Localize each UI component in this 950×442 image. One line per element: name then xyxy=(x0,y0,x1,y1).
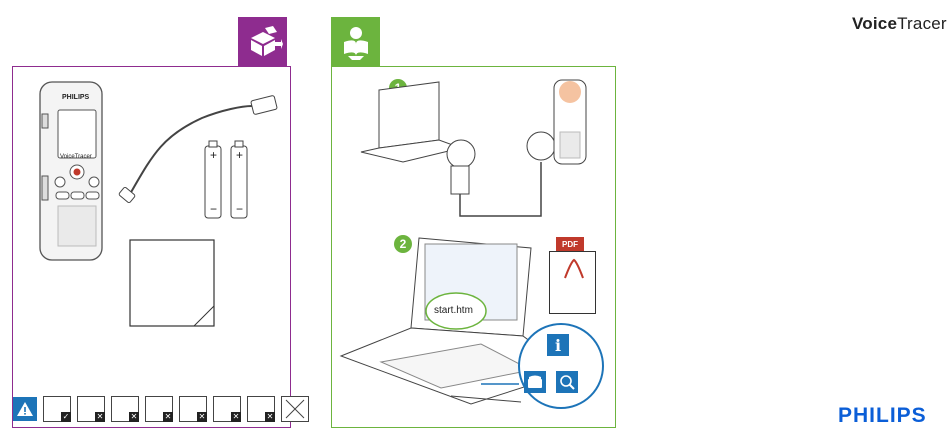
product-name-bold: Voice xyxy=(852,14,897,33)
info-icon: i xyxy=(547,334,569,356)
no-liquid-icon: ✕ xyxy=(111,396,139,422)
philips-logo: PHILIPS xyxy=(838,404,927,428)
box-contents-tab xyxy=(238,17,287,66)
usb-connection xyxy=(447,132,555,216)
battery-2-minus: − xyxy=(236,202,243,216)
box-contents-icon xyxy=(243,22,283,62)
pdf-icon xyxy=(563,258,585,280)
battery-1-plus: + xyxy=(210,148,217,162)
no-spray-icon: ✕ xyxy=(77,396,105,422)
reader-guide-icon xyxy=(336,22,376,62)
step-1-recorder xyxy=(554,80,586,164)
no-heat-icon: ✕ xyxy=(179,396,207,422)
phone-icon xyxy=(524,371,546,393)
battery-2-plus: + xyxy=(236,148,243,162)
no-rain-icon: ✕ xyxy=(213,396,241,422)
box-contents-illustration xyxy=(12,66,290,396)
quick-start-card xyxy=(130,240,214,326)
pdf-label: PDF xyxy=(556,237,584,251)
safety-warnings: ✓ ✕ ✕ ✕ ✕ ✕ ✕ xyxy=(13,396,309,422)
guide-tab xyxy=(331,17,380,66)
warning-icon xyxy=(13,397,37,421)
no-disposal-icon xyxy=(281,396,309,422)
no-water-icon: ✕ xyxy=(145,396,173,422)
cleaning-icon: ✓ xyxy=(43,396,71,422)
no-magnet-icon: ✕ xyxy=(247,396,275,422)
usb-cable xyxy=(118,95,277,203)
step-1-laptop xyxy=(361,82,461,162)
product-name: VoiceTracer xyxy=(852,14,947,34)
start-file-name: start.htm xyxy=(434,305,473,316)
info-glyph: i xyxy=(555,336,561,355)
product-name-rest: Tracer xyxy=(897,14,947,33)
web-search-icon xyxy=(556,371,578,393)
recorder-brand: PHILIPS xyxy=(62,94,89,101)
battery-1-minus: − xyxy=(210,202,217,216)
recorder-label: VoiceTracer xyxy=(60,154,92,160)
start-file-label: start.htm xyxy=(434,305,473,316)
voice-recorder xyxy=(40,82,102,260)
